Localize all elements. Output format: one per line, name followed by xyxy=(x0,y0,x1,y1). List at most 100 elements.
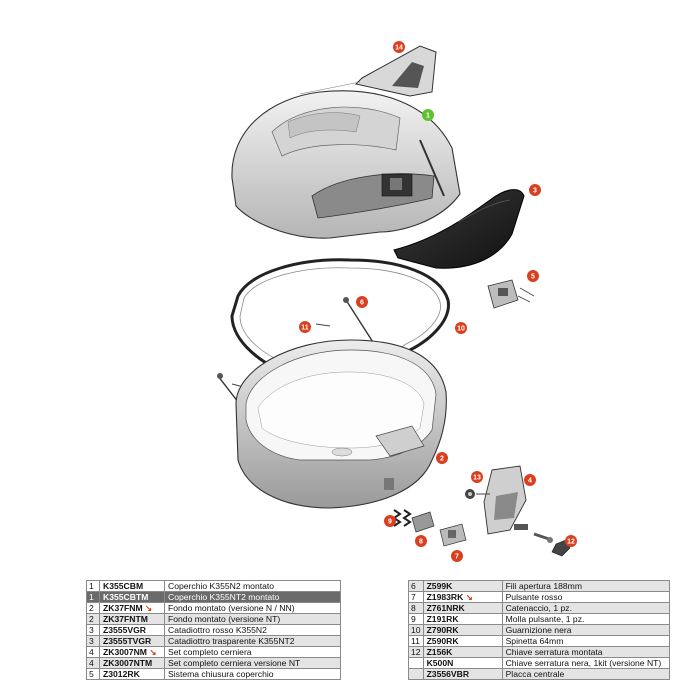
callout-6: 6 xyxy=(356,296,368,308)
reflector xyxy=(393,189,525,269)
part-code-cell: Z191RK xyxy=(422,613,503,625)
svg-text:7: 7 xyxy=(455,554,459,561)
part-code: Z590RK xyxy=(426,636,459,646)
svg-text:2: 2 xyxy=(440,456,444,463)
hinge-set xyxy=(465,465,528,535)
part-code: Z599K xyxy=(426,581,453,591)
part-code: ZK3007NTM xyxy=(103,658,153,668)
part-code: Z3555TVGR xyxy=(103,636,152,646)
callout-1: 1 xyxy=(422,109,434,121)
callout-7: 7 xyxy=(451,550,463,562)
part-code: ZK3007NM xyxy=(103,647,147,657)
part-code-cell: K355CBTM xyxy=(99,591,165,603)
svg-text:4: 4 xyxy=(528,478,532,485)
part-description: Sistema chiusura coperchio xyxy=(164,668,341,680)
callout-8: 8 xyxy=(415,535,427,547)
new-part-arrow-icon: ↘ xyxy=(149,647,157,657)
part-description: Coperchio K355N2 montato xyxy=(164,580,341,592)
part-description: Spinetta 64mm xyxy=(501,635,671,647)
part-number: 2 xyxy=(86,613,100,625)
part-code: Z790RK xyxy=(426,625,459,635)
svg-text:8: 8 xyxy=(419,539,423,546)
part-number: 3 xyxy=(86,624,100,636)
part-number: 6 xyxy=(408,580,424,592)
part-code: Z761NRK xyxy=(426,603,465,613)
part-description: Fili apertura 188mm xyxy=(501,580,671,592)
callout-12: 12 xyxy=(565,535,577,547)
svg-text:14: 14 xyxy=(395,45,403,52)
svg-text:11: 11 xyxy=(301,325,309,332)
part-number: 1 xyxy=(86,591,100,603)
part-code-cell: ZK3007NTM xyxy=(99,657,165,669)
part-code-cell: ZK3007NM ↘ xyxy=(99,646,165,658)
callout-4: 4 xyxy=(524,474,536,486)
part-code-cell: Z1983RK ↘ xyxy=(422,591,503,603)
part-description: Chiave serratura montata xyxy=(501,646,671,658)
part-code: Z3012RK xyxy=(103,669,140,679)
part-code-cell: Z3555TVGR xyxy=(99,635,165,647)
svg-text:13: 13 xyxy=(473,475,481,482)
base-shell xyxy=(235,339,447,509)
new-part-arrow-icon: ↘ xyxy=(145,603,153,613)
part-number: 12 xyxy=(408,646,424,658)
part-description: Catenaccio, 1 pz. xyxy=(501,602,671,614)
part-description: Guarnizione nera xyxy=(501,624,671,636)
callout-13: 13 xyxy=(471,471,483,483)
part-number: 5 xyxy=(86,668,100,680)
part-code-cell: K355CBM xyxy=(99,580,165,592)
part-code-cell: Z790RK xyxy=(422,624,503,636)
latch-parts xyxy=(392,509,467,547)
part-description: Fondo montato (versione NT) xyxy=(164,613,341,625)
svg-text:1: 1 xyxy=(426,113,430,120)
part-description: Chiave serratura nera, 1kit (versione NT… xyxy=(501,657,671,669)
part-description: Catadiottro trasparente K355NT2 xyxy=(164,635,341,647)
part-number: 2 xyxy=(86,602,100,614)
part-description: Pulsante rosso xyxy=(501,591,671,603)
callout-10: 10 xyxy=(455,322,467,334)
part-code: Z156K xyxy=(426,647,453,657)
part-description: Catadiottro rosso K355N2 xyxy=(164,624,341,636)
part-number: 4 xyxy=(86,657,100,669)
part-code-cell: Z761NRK xyxy=(422,602,503,614)
callout-2: 2 xyxy=(436,452,448,464)
part-description: Set completo cerniera xyxy=(164,646,341,658)
callout-5: 5 xyxy=(527,270,539,282)
part-description: Coperchio K355NT2 montato xyxy=(164,591,341,603)
part-code-cell: Z156K xyxy=(422,646,503,658)
part-code-cell: Z3012RK xyxy=(99,668,165,680)
svg-text:12: 12 xyxy=(567,539,575,546)
part-code: K500N xyxy=(426,658,454,668)
part-code-cell: Z590RK xyxy=(422,635,503,647)
part-number: 3 xyxy=(86,635,100,647)
part-code-cell: Z599K xyxy=(422,580,503,592)
part-number: 8 xyxy=(408,602,424,614)
part-code-cell: ZK37FNM ↘ xyxy=(99,602,165,614)
new-part-arrow-icon: ↘ xyxy=(465,592,473,602)
svg-text:5: 5 xyxy=(531,274,535,281)
parts-row: K500N Chiave serratura nera, 1kit (versio… xyxy=(408,657,671,669)
part-number: 7 xyxy=(408,591,424,603)
svg-text:10: 10 xyxy=(457,326,465,333)
part-number: 9 xyxy=(408,613,424,625)
top-plate xyxy=(299,45,437,97)
part-description: Set completo cerniera versione NT xyxy=(164,657,341,669)
part-description: Molla pulsante, 1 pz. xyxy=(501,613,671,625)
part-code: Z191RK xyxy=(426,614,459,624)
part-code: ZK37FNTM xyxy=(103,614,148,624)
lock-key xyxy=(533,532,571,557)
part-code-cell: Z3556VBR xyxy=(422,668,503,680)
callout-11: 11 xyxy=(299,321,311,333)
part-code: K355CBTM xyxy=(103,592,149,602)
